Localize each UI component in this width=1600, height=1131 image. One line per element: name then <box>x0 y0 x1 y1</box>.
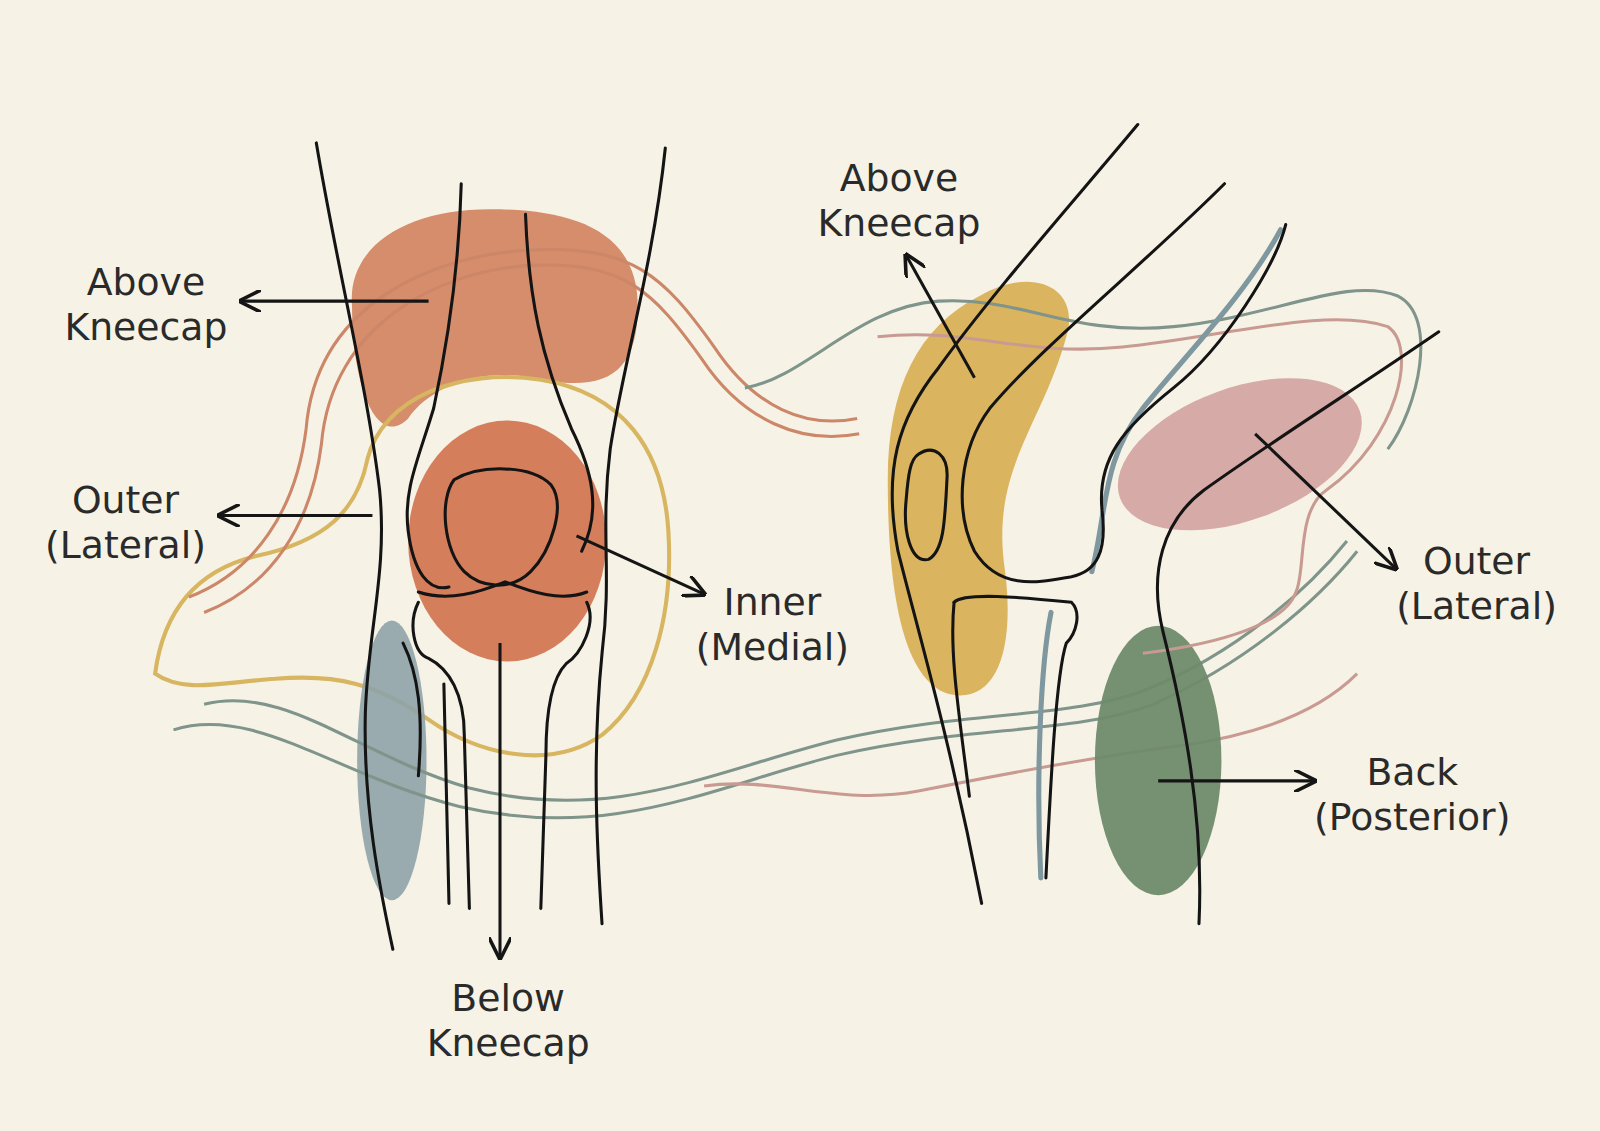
tibia-outline <box>953 602 970 796</box>
leg-outline <box>316 143 393 949</box>
region-label: Below Kneecap <box>411 976 605 1066</box>
flow-line <box>878 320 1402 654</box>
leader-arrow <box>906 255 974 377</box>
leader-arrows <box>219 255 1396 957</box>
region-label: Back (Posterior) <box>1295 750 1530 840</box>
region-label: Outer (Lateral) <box>23 478 227 568</box>
leader-arrow <box>219 514 372 517</box>
pain-region-outer-side <box>1097 348 1382 560</box>
flow-line <box>204 265 859 612</box>
leader-arrow <box>1158 779 1314 782</box>
region-label: Outer (Lateral) <box>1374 539 1578 629</box>
pain-region-above-side <box>888 282 1069 696</box>
region-label: Inner (Medial) <box>676 580 870 670</box>
front-knee-lineart <box>316 143 665 949</box>
flow-line <box>189 250 857 598</box>
tibia-outline <box>541 602 590 908</box>
leg-outline <box>596 148 665 924</box>
leader-arrow <box>498 643 501 957</box>
femur-outline <box>407 184 461 588</box>
joint-line <box>418 582 586 596</box>
fibula-outline <box>444 684 449 903</box>
pain-region-above <box>352 209 638 426</box>
femur-outline <box>962 184 1285 582</box>
leader-arrow <box>577 536 705 594</box>
pain-region-kneecap <box>408 421 606 662</box>
pain-region-back <box>1095 626 1222 895</box>
region-label: Above Kneecap <box>802 156 996 246</box>
tibia-outline <box>954 596 1077 877</box>
leader-arrow <box>1255 434 1396 569</box>
flow-line <box>704 674 1357 796</box>
region-label: Above Kneecap <box>49 260 243 350</box>
femur-outline <box>526 214 593 551</box>
kneecap-outline <box>445 469 557 585</box>
leader-arrow <box>241 300 429 303</box>
tibia-outline <box>413 602 469 908</box>
kneecap-outline <box>905 450 947 559</box>
fibula-outline <box>403 643 420 776</box>
